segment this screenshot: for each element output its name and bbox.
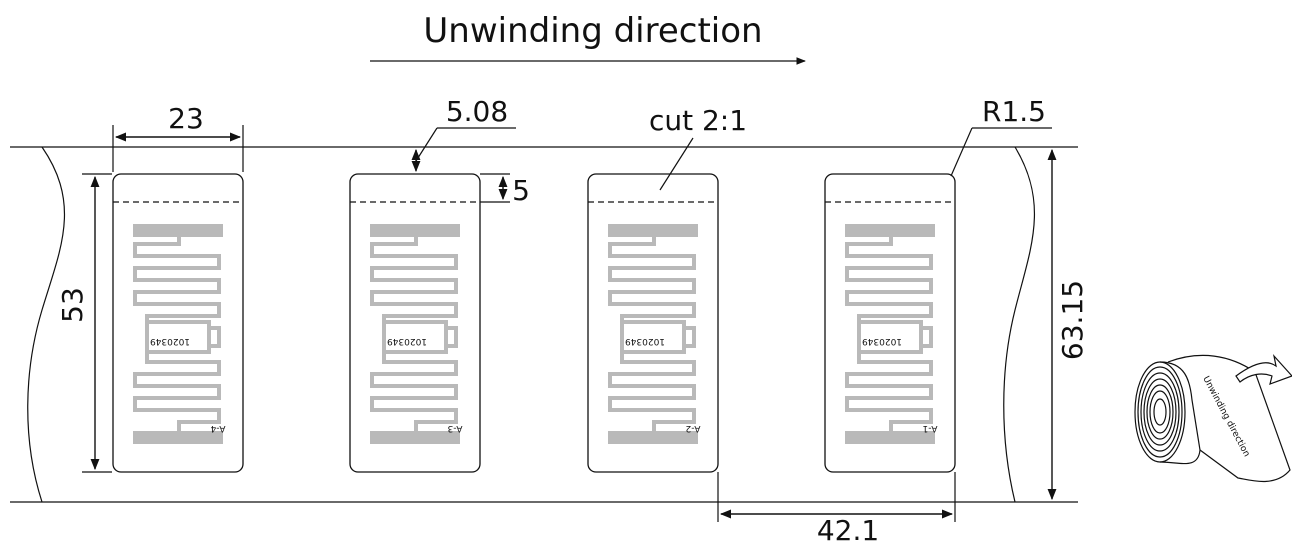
gap-top-dimension: 5.08 — [446, 95, 508, 128]
label-a3 — [349, 173, 481, 473]
radius-leader — [950, 127, 973, 177]
label-a2 — [587, 173, 719, 473]
cut-leader — [659, 137, 694, 191]
label-a4 — [112, 173, 244, 473]
id-a4: A-4 — [210, 423, 225, 433]
serial-a3: 1020349 — [387, 336, 427, 346]
radius-note: R1.5 — [982, 95, 1046, 128]
title: Unwinding direction — [423, 11, 762, 51]
serial-a4: 1020349 — [150, 336, 190, 346]
dash-offset-dimension: 5 — [512, 174, 530, 207]
web-width-dimension: 63.15 — [1056, 280, 1089, 360]
roll-illustration: Unwinding direction — [1134, 353, 1292, 483]
cut-note: cut 2:1 — [649, 104, 747, 137]
label-a1 — [824, 173, 956, 473]
unwind-arrow-icon — [1235, 353, 1292, 385]
serial-a2: 1020349 — [625, 336, 665, 346]
id-a3: A-3 — [448, 423, 463, 433]
break-line-left — [27, 146, 66, 503]
width-dimension: 23 — [168, 102, 204, 135]
pitch-dimension: 42.1 — [817, 514, 879, 542]
serial-a1: 1020349 — [862, 336, 902, 346]
height-dimension: 53 — [56, 287, 89, 323]
break-line-right — [1003, 146, 1036, 503]
id-a2: A-2 — [686, 423, 701, 433]
id-a1: A-1 — [923, 423, 938, 433]
